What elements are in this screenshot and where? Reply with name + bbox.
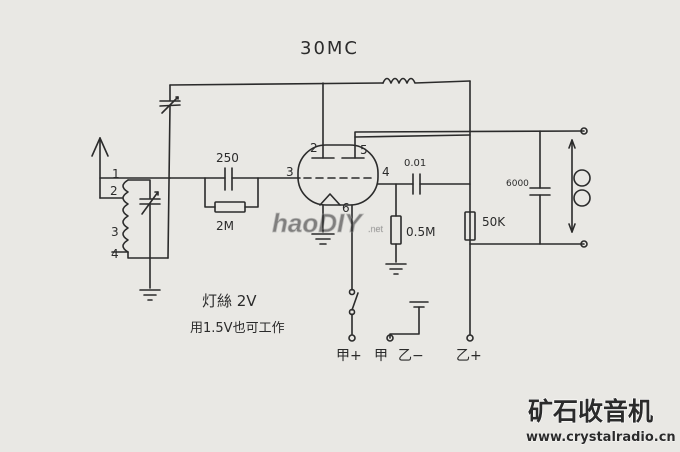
coil-tap-3-label: 3 [111, 225, 119, 239]
coil-tap-1-label: 1 [112, 167, 120, 181]
grid-leak-resistor [214, 201, 246, 213]
filament-ground-symbol [311, 233, 335, 245]
bias-ground-symbol [385, 263, 407, 275]
coupling-capacitor [412, 173, 421, 195]
terminal-a-minus [386, 334, 394, 342]
crystalradio-watermark: 矿石收音机 www.crystalradio.cn [526, 396, 676, 445]
terminal-a-minus-label: 甲 [374, 348, 388, 364]
plate-resistor-label: 50K [482, 215, 506, 229]
headphone-symbol [568, 139, 591, 233]
bias-resistor [390, 215, 402, 245]
bias-resistor-label: 0.5M [406, 225, 435, 239]
terminal-a-plus-label: 甲+ [336, 348, 362, 364]
coil-tap-2-label: 2 [110, 184, 118, 198]
grid-capacitor-label: 250 [216, 151, 239, 165]
site-url-text: www.crystalradio.cn [526, 430, 676, 445]
headphone-terminal-bottom [580, 240, 588, 248]
grid-leak-branch-left [204, 177, 216, 208]
coil-tap-4-label: 4 [111, 247, 119, 261]
haodiy-logo-text: haoDIY [272, 208, 364, 238]
plate-pin5-wire [354, 134, 471, 159]
coil-ground-symbol [139, 289, 161, 301]
tube-pin-3: 3 [286, 165, 294, 179]
grid-capacitor [224, 167, 233, 191]
plate-load-resistor [464, 211, 476, 241]
tank-coil [122, 179, 129, 253]
tube-pin-4: 4 [382, 165, 390, 179]
filament-note-line2: 用1.5V也可工作 [190, 321, 285, 336]
bypass-capacitor [529, 187, 551, 196]
grid-leak-branch-right [244, 177, 259, 208]
tuning-variable-capacitor [139, 191, 161, 215]
tube-pin-5: 5 [360, 143, 368, 157]
haodiy-watermark: haoDIY .net [272, 208, 384, 239]
output-top-wire [354, 130, 585, 138]
tube-filament [319, 193, 341, 206]
coil-ground-link [127, 251, 169, 259]
coil-to-cap-top [127, 179, 151, 199]
terminal-b-plus-label: 乙+ [456, 348, 482, 364]
rf-choke [382, 77, 471, 84]
schematic-title: 30MC [300, 38, 359, 59]
terminal-b-minus-label: 乙− [398, 348, 424, 364]
bypass-capacitor-label: 6000 [506, 179, 529, 189]
terminal-a-plus [348, 334, 356, 342]
tube-pin-6: 6 [342, 201, 350, 215]
top-wire [169, 82, 384, 86]
filament-note-line1: 灯絲 2V [202, 292, 257, 310]
headphone-terminal-top [580, 127, 588, 135]
vacuum-tube-envelope [297, 144, 379, 206]
antenna-symbol [91, 137, 109, 199]
coupling-capacitor-label: 0.01 [404, 158, 426, 169]
feedback-cap-wire-bottom [167, 105, 171, 259]
haodiy-logo-suffix: .net [368, 224, 384, 234]
site-name-text: 矿石收音机 [528, 397, 653, 426]
grid-resistor-label: 2M [216, 219, 234, 233]
terminal-b-plus [466, 334, 474, 342]
tube-pin-2: 2 [310, 141, 318, 155]
battery-minus-wire [389, 306, 420, 339]
filament-switch [348, 288, 359, 316]
